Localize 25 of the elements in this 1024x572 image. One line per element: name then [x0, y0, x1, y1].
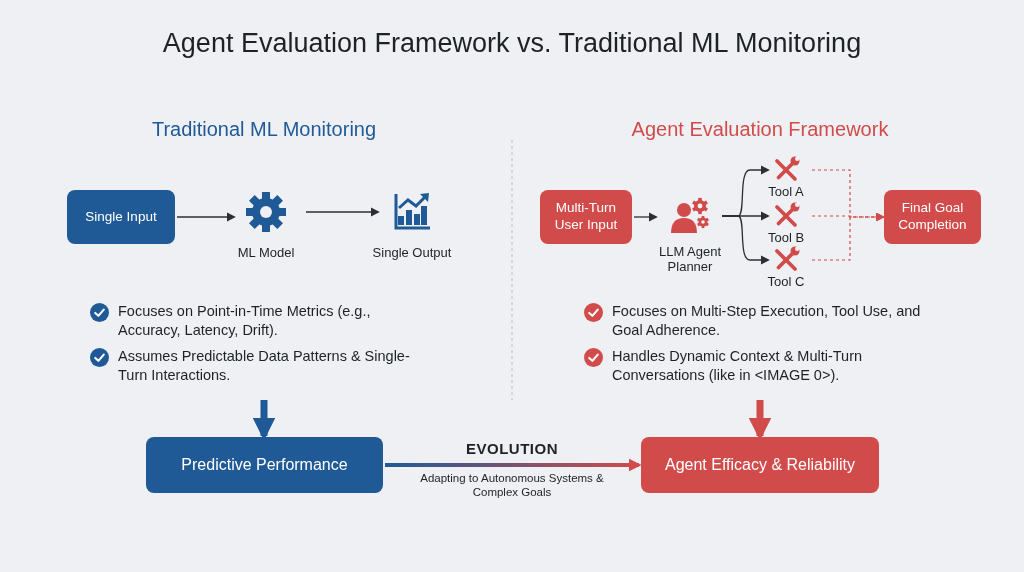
arrow [305, 207, 380, 217]
bullet-text: Assumes Predictable Data Patterns & Single-Turn Interactions. [118, 347, 411, 385]
bullet-text: Focuses on Point-in-Time Metrics (e.g., Accuracy, Latency, Drift). [118, 302, 372, 340]
arrow [633, 212, 658, 222]
arrow [385, 458, 642, 472]
node-label: ML Model [236, 245, 296, 260]
node-label: Tool A [767, 184, 805, 199]
node-label: Single Output [371, 245, 453, 260]
process-box: Final Goal Completion [884, 190, 981, 244]
section-heading: Agent Evaluation Framework [630, 117, 890, 142]
section-heading: Traditional ML Monitoring [150, 117, 378, 142]
arrow [721, 215, 770, 265]
node-label: Tool B [766, 230, 806, 245]
node-label: Tool C [766, 274, 806, 289]
process-box: Predictive Performance [146, 437, 383, 493]
arrow [811, 212, 885, 261]
bullet-text: Handles Dynamic Context & Multi-Turn Conversations (like in <IMAGE 0>). [612, 347, 864, 385]
node-label: LLM Agent Planner [657, 244, 723, 274]
process-box: Multi-Turn User Input [540, 190, 632, 244]
arrow [176, 212, 236, 222]
bullet-text: Focuses on Multi-Step Execution, Tool Use, and Goal Adherence. [612, 302, 922, 340]
title: Agent Evaluation Framework vs. Traditional ML Monitoring [161, 28, 863, 59]
process-box: Agent Efficacy & Reliability [641, 437, 879, 493]
edge-caption: Adapting to Autonomous Systems & Complex Goals [419, 471, 605, 500]
process-box: Single Input [67, 190, 175, 244]
